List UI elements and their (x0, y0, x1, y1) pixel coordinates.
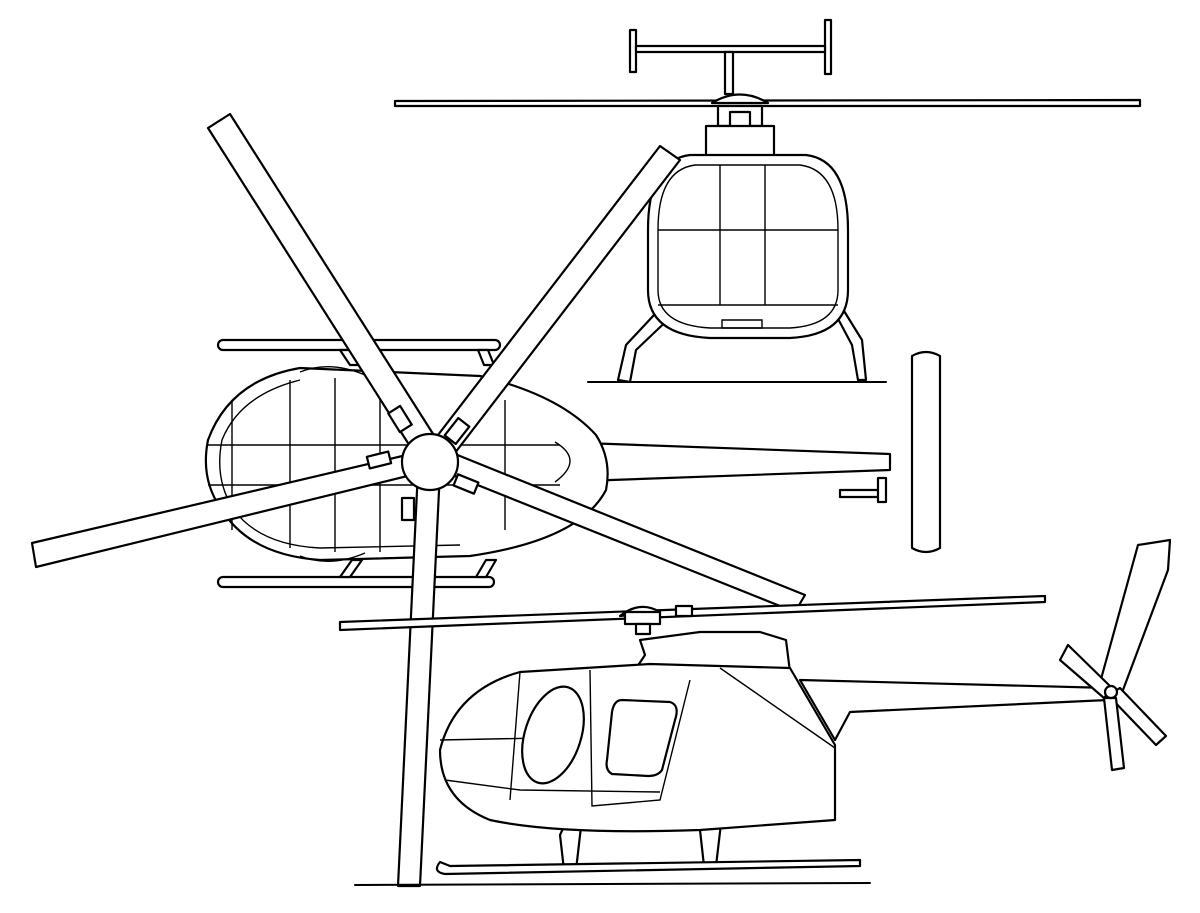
front-cabin-windows (658, 165, 838, 328)
front-tail-rotor (630, 20, 831, 94)
side-fuselage-details (440, 668, 835, 806)
top-blade-grips (367, 406, 479, 520)
side-vertical-fin (1098, 540, 1170, 698)
top-horizontal-stabilizer (840, 352, 940, 552)
front-cabin (648, 155, 848, 338)
side-rotor-hub (620, 606, 692, 634)
front-view (395, 20, 1140, 382)
top-rotor-hub (402, 434, 458, 490)
side-tail (800, 540, 1170, 770)
front-rotor-hub (706, 95, 774, 157)
side-view (340, 540, 1170, 885)
top-view (32, 114, 940, 886)
side-tail-rotor-hub (1105, 686, 1117, 698)
side-windows (511, 679, 677, 791)
side-ground-line (355, 883, 870, 885)
top-main-rotor-blades (32, 114, 805, 886)
side-engine-fairing (635, 632, 790, 672)
